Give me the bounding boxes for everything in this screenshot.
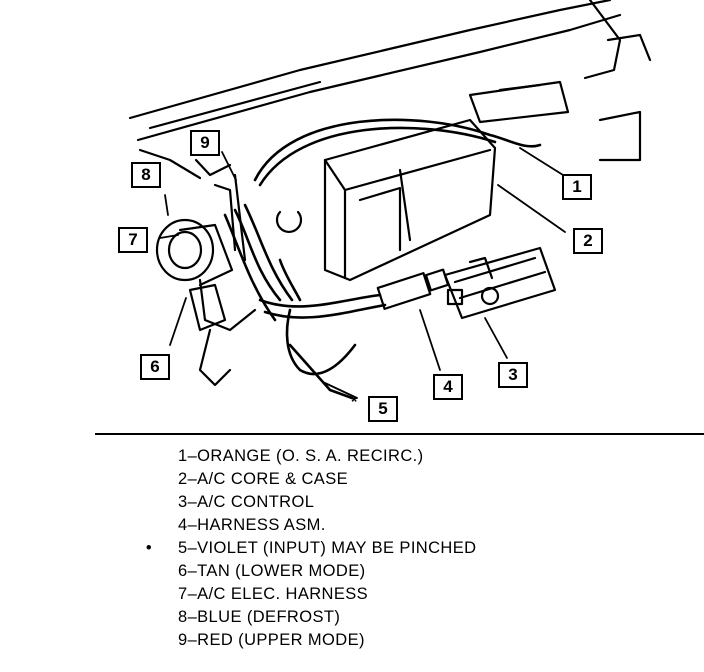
legend-list: 1–ORANGE (O. S. A. RECIRC.) 2–A/C CORE &…	[146, 445, 476, 652]
legend-text: 3–A/C CONTROL	[178, 493, 315, 511]
legend-text: 4–HARNESS ASM.	[178, 516, 326, 534]
legend-item: 2–A/C CORE & CASE	[160, 468, 476, 491]
callout-9: 9	[190, 130, 220, 156]
leader-lines	[159, 147, 566, 399]
legend-text: 1–ORANGE (O. S. A. RECIRC.)	[178, 447, 424, 465]
callout-7: 7	[118, 227, 148, 253]
callout-8: 8	[131, 162, 161, 188]
hvac-assembly-illustration	[128, 0, 652, 400]
asterisk-mark: *	[351, 394, 358, 411]
mode-actuators	[155, 173, 303, 387]
legend-item: • 5–VIOLET (INPUT) MAY BE PINCHED	[142, 537, 476, 560]
legend-mark: •	[145, 539, 153, 557]
callout-3: 3	[498, 362, 528, 388]
callout-6: 6	[140, 354, 170, 380]
legend-text: 7–A/C ELEC. HARNESS	[178, 585, 369, 603]
ac-core-case	[323, 118, 497, 282]
callout-2: 2	[573, 228, 603, 254]
wiring-harness	[223, 118, 542, 400]
legend-item: 9–RED (UPPER MODE)	[160, 629, 476, 652]
legend-text: 8–BLUE (DEFROST)	[178, 608, 341, 626]
ac-control-head	[443, 246, 557, 320]
legend-item: 4–HARNESS ASM.	[160, 514, 476, 537]
legend-item: 8–BLUE (DEFROST)	[160, 606, 476, 629]
harness-connector	[376, 268, 450, 310]
dashboard-outline	[128, 0, 652, 180]
divider-rule	[95, 433, 704, 435]
legend-item: 6–TAN (LOWER MODE)	[160, 560, 476, 583]
legend-text: 2–A/C CORE & CASE	[178, 470, 349, 488]
callout-5: 5	[368, 396, 398, 422]
legend-item: 1–ORANGE (O. S. A. RECIRC.)	[160, 445, 476, 468]
legend-text: 6–TAN (LOWER MODE)	[178, 562, 366, 580]
callout-1: 1	[562, 174, 592, 200]
callout-4: 4	[433, 374, 463, 400]
legend-text: 9–RED (UPPER MODE)	[178, 631, 365, 649]
legend-item: 3–A/C CONTROL	[160, 491, 476, 514]
legend-item: 7–A/C ELEC. HARNESS	[160, 583, 476, 606]
legend-text: 5–VIOLET (INPUT) MAY BE PINCHED	[178, 539, 477, 557]
